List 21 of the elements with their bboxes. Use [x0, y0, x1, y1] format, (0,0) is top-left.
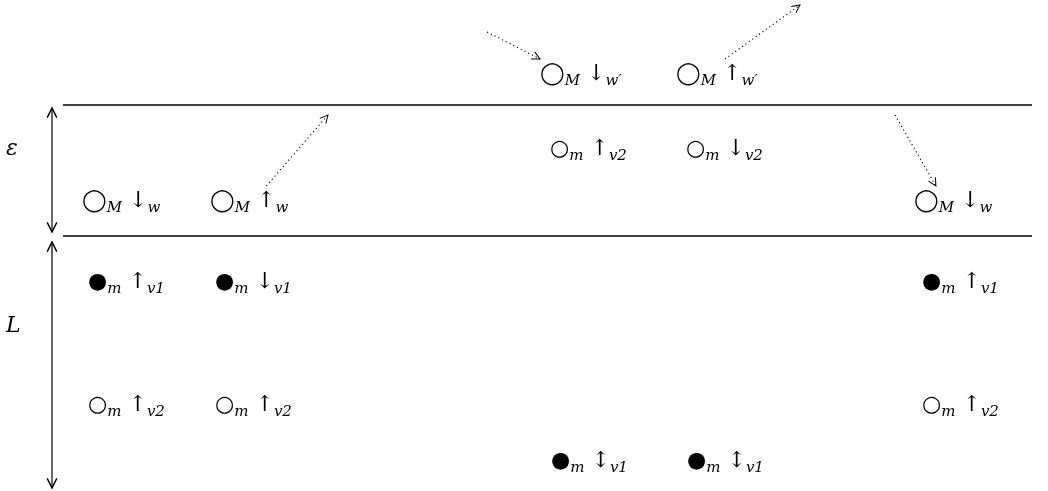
state-symbol: ○$_{m}$ ↓$_{v2}$ [686, 134, 763, 162]
state-symbol: ○$_{m}$ ↑$_{v2}$ [88, 390, 165, 418]
state-symbol: ●$_{m}$ ↓$_{v1}$ [215, 267, 292, 295]
state-symbol: ◯$_{M}$ ↑$_{w}$ [210, 186, 289, 214]
state-symbol: ◯$_{M}$ ↑$_{w′}$ [676, 59, 758, 87]
arrow [265, 114, 329, 187]
axis-label: L [6, 311, 21, 339]
state-symbol: ○$_{m}$ ↑$_{v2}$ [922, 390, 999, 418]
state-symbol: ○$_{m}$ ↑$_{v2}$ [215, 390, 292, 418]
state-symbol: ●$_{m}$ ↕$_{v1}$ [687, 446, 764, 474]
state-symbol: ◯$_{M}$ ↓$_{w}$ [914, 186, 993, 214]
axis-label: ε [6, 134, 18, 162]
state-symbol: ●$_{m}$ ↑$_{v1}$ [922, 267, 999, 295]
state-symbol: ●$_{m}$ ↑$_{v1}$ [88, 267, 165, 295]
state-symbol: ◯$_{M}$ ↓$_{w′}$ [540, 59, 622, 87]
state-symbol: ◯$_{M}$ ↓$_{w}$ [82, 186, 161, 214]
arrow [724, 4, 801, 60]
arrow [486, 31, 541, 60]
arrow [894, 114, 937, 187]
state-symbol: ●$_{m}$ ↕$_{v1}$ [551, 446, 628, 474]
state-symbol: ○$_{m}$ ↑$_{v2}$ [550, 134, 627, 162]
